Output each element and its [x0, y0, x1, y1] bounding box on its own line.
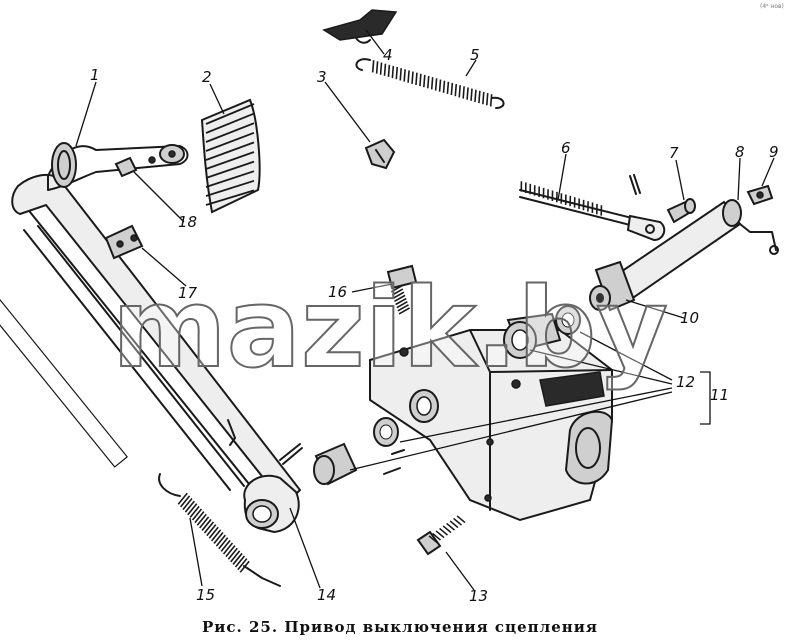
part-5-spring [355, 58, 505, 109]
part-4-bracket [322, 9, 398, 44]
label-16: 16 [328, 283, 347, 301]
label-11: 11 [710, 386, 729, 404]
label-3: 3 [317, 68, 327, 86]
label-7: 7 [669, 144, 679, 162]
label-8: 8 [735, 143, 745, 161]
label-1: 1 [90, 66, 100, 84]
part-14-lever-boss [243, 443, 303, 534]
label-5: 5 [470, 46, 480, 64]
part-11-housing [369, 312, 614, 522]
part-16-screw [386, 264, 418, 315]
label-18: 18 [178, 213, 197, 231]
part-6-rod [519, 181, 666, 242]
label-9: 9 [769, 143, 779, 161]
label-4: 4 [383, 46, 393, 64]
part-13-bolt [416, 515, 466, 556]
callout-labels: 1 2 3 4 5 6 7 8 9 10 11 12 13 14 15 16 1… [90, 46, 779, 605]
part-8-shaft [594, 199, 779, 312]
label-10: 10 [680, 309, 699, 327]
label-17: 17 [178, 284, 198, 302]
label-13: 13 [469, 587, 488, 605]
label-2: 2 [202, 68, 212, 86]
part-7-pin [629, 174, 696, 224]
part-18-clamp-bolt [114, 156, 138, 178]
part-12-bushings [313, 305, 581, 486]
figure-caption: Рис. 25. Привод выключения сцепления [202, 618, 598, 636]
label-12: 12 [676, 373, 695, 391]
corner-mark: (4ᵃ нов) [760, 3, 784, 10]
part-9-grease-fitting [746, 184, 774, 206]
watermark-text: mazik.by [112, 264, 668, 392]
part-3-clip [364, 138, 396, 170]
part-2-pedal-pad [200, 98, 261, 214]
part-17-nut [104, 224, 144, 260]
label-15: 15 [196, 586, 215, 604]
leader-lines [75, 29, 775, 591]
part-10-bushing [589, 285, 611, 311]
part-15-spring [158, 473, 281, 587]
label-14: 14 [317, 586, 336, 604]
label-6: 6 [561, 139, 571, 157]
